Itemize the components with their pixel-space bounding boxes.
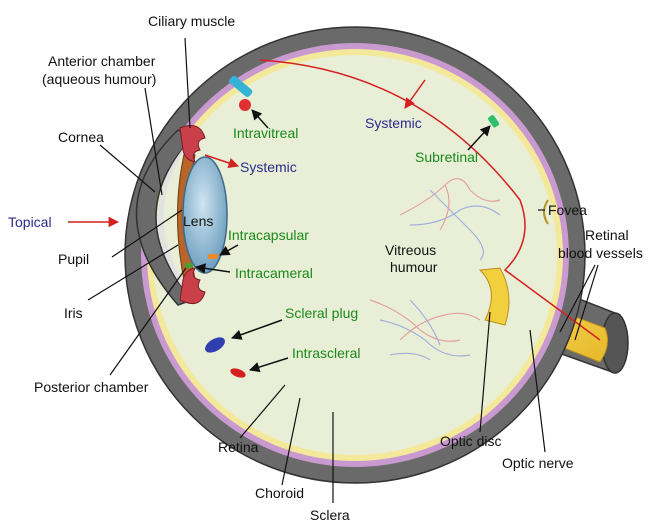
label-fovea: Fovea — [548, 202, 587, 218]
label-iris: Iris — [64, 305, 83, 321]
label-posterior-chamber: Posterior chamber — [34, 379, 149, 395]
label-sclera: Sclera — [310, 507, 350, 523]
label-anterior-chamber-1: Anterior chamber — [48, 53, 156, 69]
label-retinal-vessels-1: Retinal — [585, 227, 629, 243]
label-intrascleral: Intrascleral — [292, 345, 360, 361]
label-scleral-plug: Scleral plug — [285, 305, 358, 321]
label-anterior-chamber-2: (aqueous humour) — [42, 71, 156, 87]
label-intracameral: Intracameral — [235, 265, 313, 281]
intracameral-implant — [185, 263, 193, 268]
label-choroid: Choroid — [255, 485, 304, 501]
label-ciliary-muscle: Ciliary muscle — [148, 13, 235, 29]
label-subretinal: Subretinal — [415, 149, 478, 165]
label-retinal-vessels-2: blood vessels — [558, 245, 643, 261]
label-vitreous-2: humour — [390, 259, 438, 275]
label-systemic-front: Systemic — [240, 159, 297, 175]
label-cornea: Cornea — [58, 129, 104, 145]
label-pupil: Pupil — [58, 251, 89, 267]
label-intravitreal: Intravitreal — [233, 125, 298, 141]
intracapsular-implant — [208, 254, 218, 259]
label-lens: Lens — [183, 213, 213, 229]
label-optic-disc: Optic disc — [440, 433, 501, 449]
label-optic-nerve: Optic nerve — [502, 455, 574, 471]
label-retina: Retina — [218, 439, 259, 455]
label-vitreous-1: Vitreous — [385, 242, 436, 258]
label-intracapsular: Intracapsular — [228, 227, 309, 243]
label-topical: Topical — [8, 214, 52, 230]
label-systemic-back: Systemic — [365, 115, 422, 131]
